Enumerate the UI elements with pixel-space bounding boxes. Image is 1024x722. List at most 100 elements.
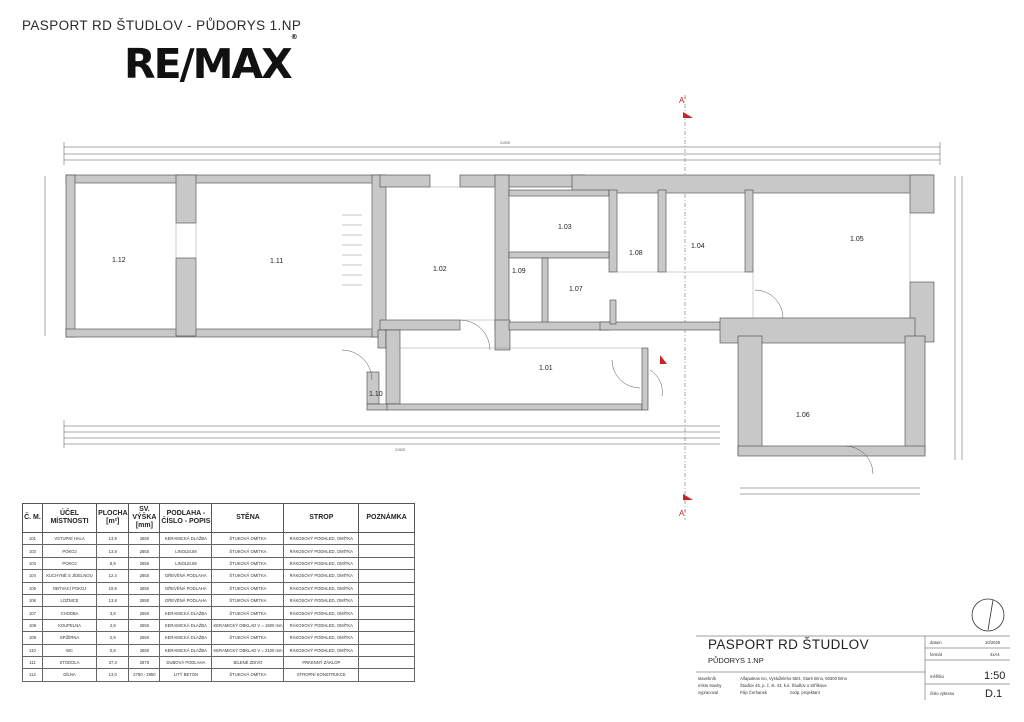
cell: 2650 [128, 569, 161, 583]
cell [358, 544, 415, 558]
tb-meta-value: 10/2025 [985, 640, 1001, 645]
col-header: Č. M. [22, 503, 43, 533]
cell: SPÍŽÍRNA [41, 631, 98, 645]
cell [358, 618, 415, 633]
cell: 2750 - 2950 [128, 668, 161, 682]
drawing-number: D.1 [985, 688, 1003, 700]
room-1-07: 1.07 [569, 286, 583, 293]
cell [358, 606, 415, 620]
cell: KOUPELNA [41, 618, 98, 633]
room-1-01: 1.01 [539, 365, 553, 372]
section-mark-bottom: A' [679, 509, 686, 518]
cell: 101 [22, 531, 43, 546]
cell: 0,8 [96, 643, 130, 657]
cell: BÍLENÉ ZDIVO [211, 655, 285, 670]
cell [358, 531, 415, 546]
cell: OBÝVACÍ POKOJ [41, 581, 98, 595]
cell: 13,9 [96, 544, 130, 558]
cell: ŠTUKOVÁ OMÍTKA [211, 631, 285, 645]
cell [358, 655, 415, 670]
cell: RÁKOSOVÝ PODHLED, OMÍTKA [283, 593, 360, 608]
titleblock-subtitle: PŮDORYS 1.NP [708, 656, 764, 665]
col-header: STROP [283, 503, 360, 533]
cell: PRKENNÝ ZÁKLOP [283, 655, 360, 670]
tb-meta-label: měřítko [930, 674, 944, 679]
cell: 106 [22, 593, 43, 608]
overall-dimension: 21925 [500, 141, 510, 145]
cell [358, 593, 415, 608]
cell: 8,9 [96, 556, 130, 571]
room-1-02: 1.02 [433, 266, 447, 273]
room-1-11: 1.11 [270, 258, 283, 265]
section-mark-top: A' [679, 96, 686, 105]
cell: DÍLNA [41, 668, 98, 682]
room-1-03: 1.03 [558, 224, 572, 231]
room-1-08: 1.08 [629, 250, 643, 257]
cell: KERAMICKÁ DLAŽBA [159, 631, 213, 645]
cell: KERAMICKÁ DLAŽBA [159, 531, 213, 546]
cell: CHODBA [41, 606, 98, 620]
room-1-09: 1.09 [512, 268, 526, 275]
cell [358, 668, 415, 682]
cell: LITÝ BETON [159, 668, 213, 682]
cell: 2650 [128, 544, 161, 558]
cell: 19,9 [96, 581, 130, 595]
cell: ŠTUKOVÁ OMÍTKA [211, 581, 285, 595]
tb-meta-label: formát [930, 652, 942, 657]
cell: 2,9 [96, 618, 130, 633]
cell: RÁKOSOVÝ PODHLED, OMÍTKA [283, 569, 360, 583]
drawing-scale: 1:50 [984, 670, 1006, 682]
cell: 107 [22, 606, 43, 620]
cell: 111 [22, 655, 43, 670]
cell: 112 [22, 668, 43, 682]
cell: KERAMICKÁ DLAŽBA [159, 643, 213, 657]
cell: WC [41, 643, 98, 657]
titleblock-title: PASPORT RD ŠTUDLOV [708, 637, 869, 652]
cell: 13,9 [96, 531, 130, 546]
cell: ŠTUKOVÁ OMÍTKA [211, 569, 285, 583]
cell: RÁKOSOVÝ PODHLED, OMÍTKA [283, 556, 360, 571]
cell: 2650 [128, 618, 161, 633]
remax-logo: RE/MAX® [124, 33, 298, 88]
room-1-10: 1.10 [369, 391, 383, 398]
cell: 2650 [128, 556, 161, 571]
cell: ŠTUKOVÁ OMÍTKA [211, 593, 285, 608]
cell [358, 569, 415, 583]
cell: 2650 [128, 593, 161, 608]
cell: DŘEVĚNÁ PODLAHA [159, 593, 213, 608]
cell: ŠTUKOVÁ OMÍTKA [211, 531, 285, 546]
room-1-12: 1.12 [112, 257, 126, 264]
cell [358, 581, 415, 595]
cell: 103 [22, 556, 43, 571]
room-1-04: 1.04 [691, 243, 705, 250]
cell: RÁKOSOVÝ PODHLED, OMÍTKA [283, 643, 360, 657]
tb-label: vypracoval [698, 690, 719, 695]
cell: STODOLA [41, 655, 98, 670]
tb-value: Študlov 45, p. č. st. 43, k.ú. Študlov u… [740, 683, 827, 688]
cell: 12,4 [96, 569, 130, 583]
cell: KUCHYNĚ S JÍDELNOU [41, 569, 98, 583]
cell: KERAMICKÝ OBKLAD V = 2100 mm [211, 643, 285, 657]
cell: DŘEVĚNÁ PODLAHA [159, 581, 213, 595]
cell: 2650 [128, 606, 161, 620]
cell: 2650 [128, 643, 161, 657]
cell: 2870 [128, 655, 161, 670]
cell: DUBOVÁ PODLAHA [159, 655, 213, 670]
tb-meta-value: 4xA4 [990, 652, 1000, 657]
cell: RÁKOSOVÝ PODHLED, OMÍTKA [283, 544, 360, 558]
cell [358, 643, 415, 657]
cell: KERAMICKÁ DLAŽBA [159, 606, 213, 620]
cell: 13,0 [96, 668, 130, 682]
cell: RÁKOSOVÝ PODHLED, OMÍTKA [283, 631, 360, 645]
col-header: POZNÁMKA [358, 503, 415, 533]
cell: 2650 [128, 631, 161, 645]
cell: KERAMICKÁ DLAŽBA [159, 618, 213, 633]
bottom-dimension: 21925 [395, 448, 405, 452]
